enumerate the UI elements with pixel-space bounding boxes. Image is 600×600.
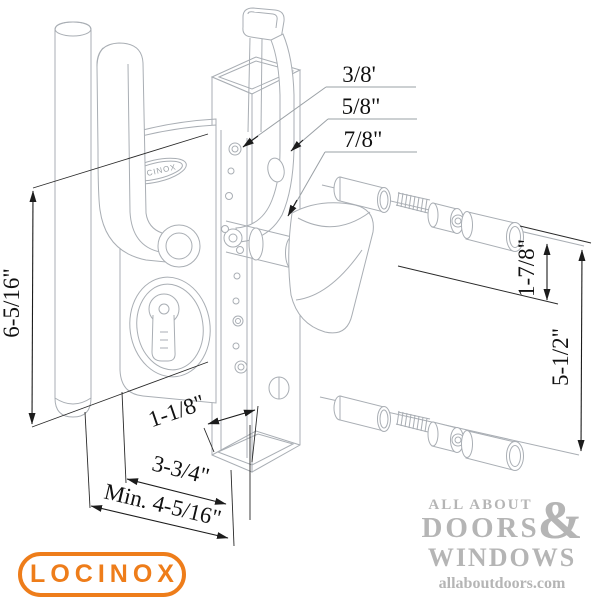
- round-post: [54, 21, 92, 418]
- retailer-logo-top: ALL ABOUT DOORS &: [421, 490, 583, 551]
- locinox-logo-text: LOCINOX: [30, 560, 179, 588]
- retailer-logo-line3: WINDOWS: [427, 543, 577, 572]
- euro-cylinder: [129, 276, 211, 378]
- dimension-lock-width: 3-3/4": [150, 451, 212, 489]
- retailer-logo: ALL ABOUT DOORS & WINDOWS allaboutdoors.…: [421, 490, 583, 592]
- handle-mount-hole: [267, 157, 285, 183]
- dimension-lock-height: 6-5/16": [0, 268, 24, 337]
- screw-top: [228, 142, 242, 156]
- dimension-hole-mid: 5/8": [342, 94, 381, 119]
- fastener-set-top: [333, 176, 524, 252]
- front-handle: [96, 42, 201, 268]
- retailer-logo-left-column: ALL ABOUT DOORS: [421, 498, 539, 543]
- spindle-hub: [223, 228, 243, 248]
- thumbturn-knob: [225, 202, 374, 334]
- dimension-hole-top: 3/8': [342, 62, 376, 87]
- strike-plate: [220, 130, 290, 458]
- retailer-website: allaboutdoors.com: [438, 575, 566, 592]
- dimension-spacing-small: 1-7/8": [514, 239, 539, 297]
- fastener-set-bottom: [333, 395, 524, 471]
- retailer-logo-line2: DOORS: [421, 512, 540, 544]
- dimension-spacing-large: 5-1/2": [548, 328, 573, 386]
- keyhole: [158, 303, 170, 315]
- dimension-hole-bottom: 7/8": [344, 127, 383, 152]
- retailer-logo-ampersand: &: [537, 490, 583, 551]
- retailer-logo-line1: ALL ABOUT: [428, 497, 533, 513]
- locinox-logo: LOCINOX: [18, 552, 186, 597]
